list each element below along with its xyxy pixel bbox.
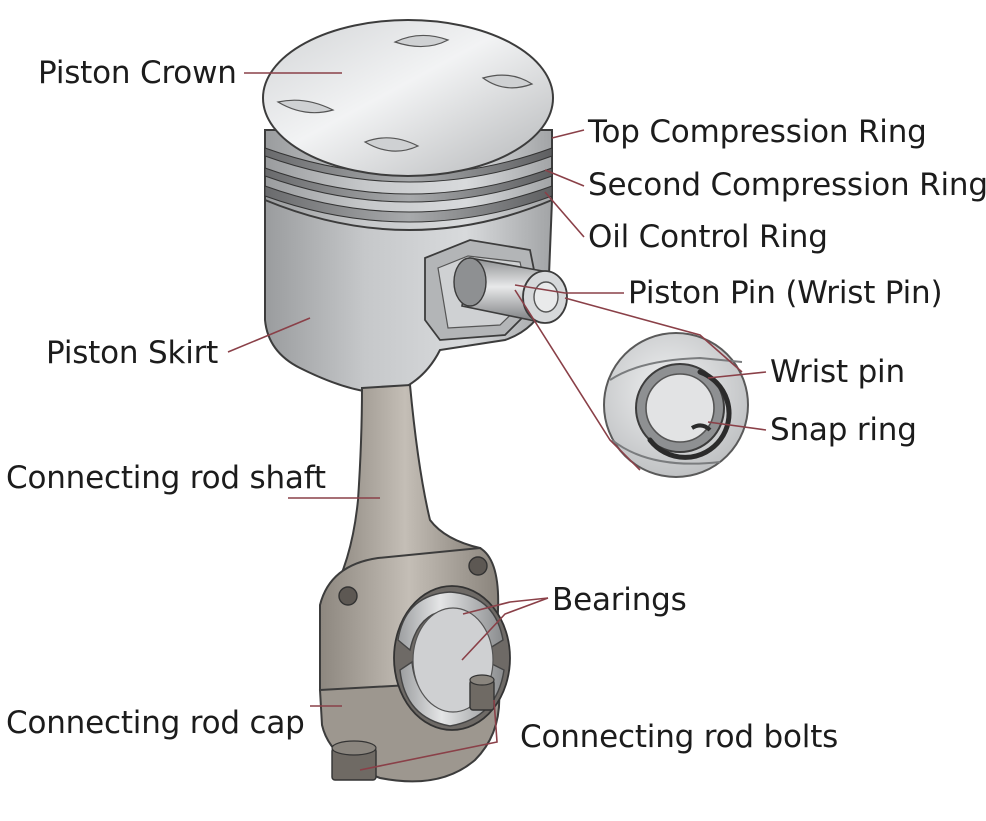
piston-pin-shape bbox=[453, 257, 568, 324]
label-top-compression-ring: Top Compression Ring bbox=[588, 114, 927, 150]
second-compression-ring-shape bbox=[264, 167, 553, 203]
connecting-rod bbox=[318, 383, 511, 783]
label-piston-crown: Piston Crown bbox=[38, 55, 237, 91]
connecting-rod-bolts-shape bbox=[331, 674, 495, 781]
leader-lines bbox=[227, 72, 767, 771]
piston bbox=[262, 19, 568, 393]
label-second-compression-ring: Second Compression Ring bbox=[588, 167, 986, 203]
snap-ring-detail bbox=[603, 332, 749, 478]
oil-control-ring-shape bbox=[264, 185, 553, 223]
label-piston-pin: Piston Pin (Wrist Pin) bbox=[628, 275, 943, 311]
piston-crown-shape bbox=[262, 19, 554, 177]
label-connecting-rod-bolts: Connecting rod bolts bbox=[520, 719, 839, 755]
label-bearings: Bearings bbox=[552, 582, 687, 618]
snap-ring-shape bbox=[647, 369, 732, 460]
bearings-shape bbox=[397, 591, 504, 652]
label-connecting-rod-cap: Connecting rod cap bbox=[6, 705, 305, 741]
label-wrist-pin: Wrist pin bbox=[770, 354, 905, 390]
label-oil-control-ring: Oil Control Ring bbox=[588, 219, 828, 255]
label-connecting-rod-shaft: Connecting rod shaft bbox=[6, 460, 326, 496]
label-snap-ring: Snap ring bbox=[770, 412, 917, 448]
label-piston-skirt: Piston Skirt bbox=[46, 335, 219, 371]
